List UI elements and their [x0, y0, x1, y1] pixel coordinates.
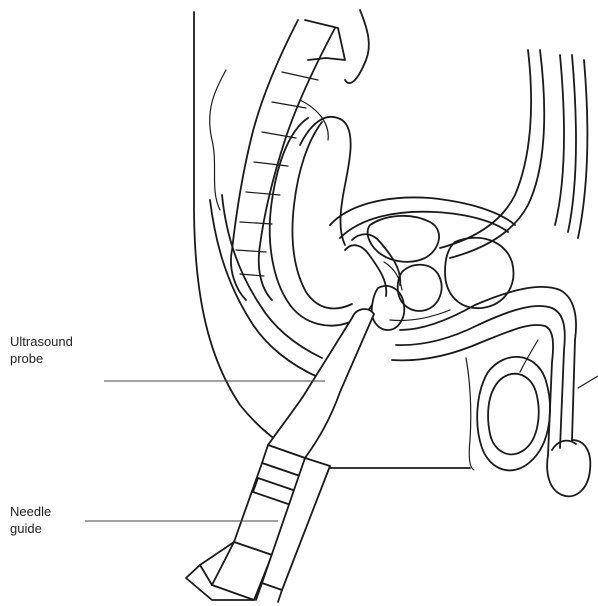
probe-label-line1: Ultrasound [10, 333, 73, 350]
testis [466, 340, 550, 470]
probe-label-line2: probe [10, 350, 73, 367]
guide-label-line2: guide [10, 520, 51, 537]
bladder [330, 197, 515, 296]
needle-guide-label: Needle guide [10, 503, 51, 537]
ultrasound-probe-label: Ultrasound probe [10, 333, 73, 367]
abdominal-wall [440, 50, 587, 258]
sacrum-coccyx [210, 10, 369, 300]
guide-label-line1: Needle [10, 503, 51, 520]
